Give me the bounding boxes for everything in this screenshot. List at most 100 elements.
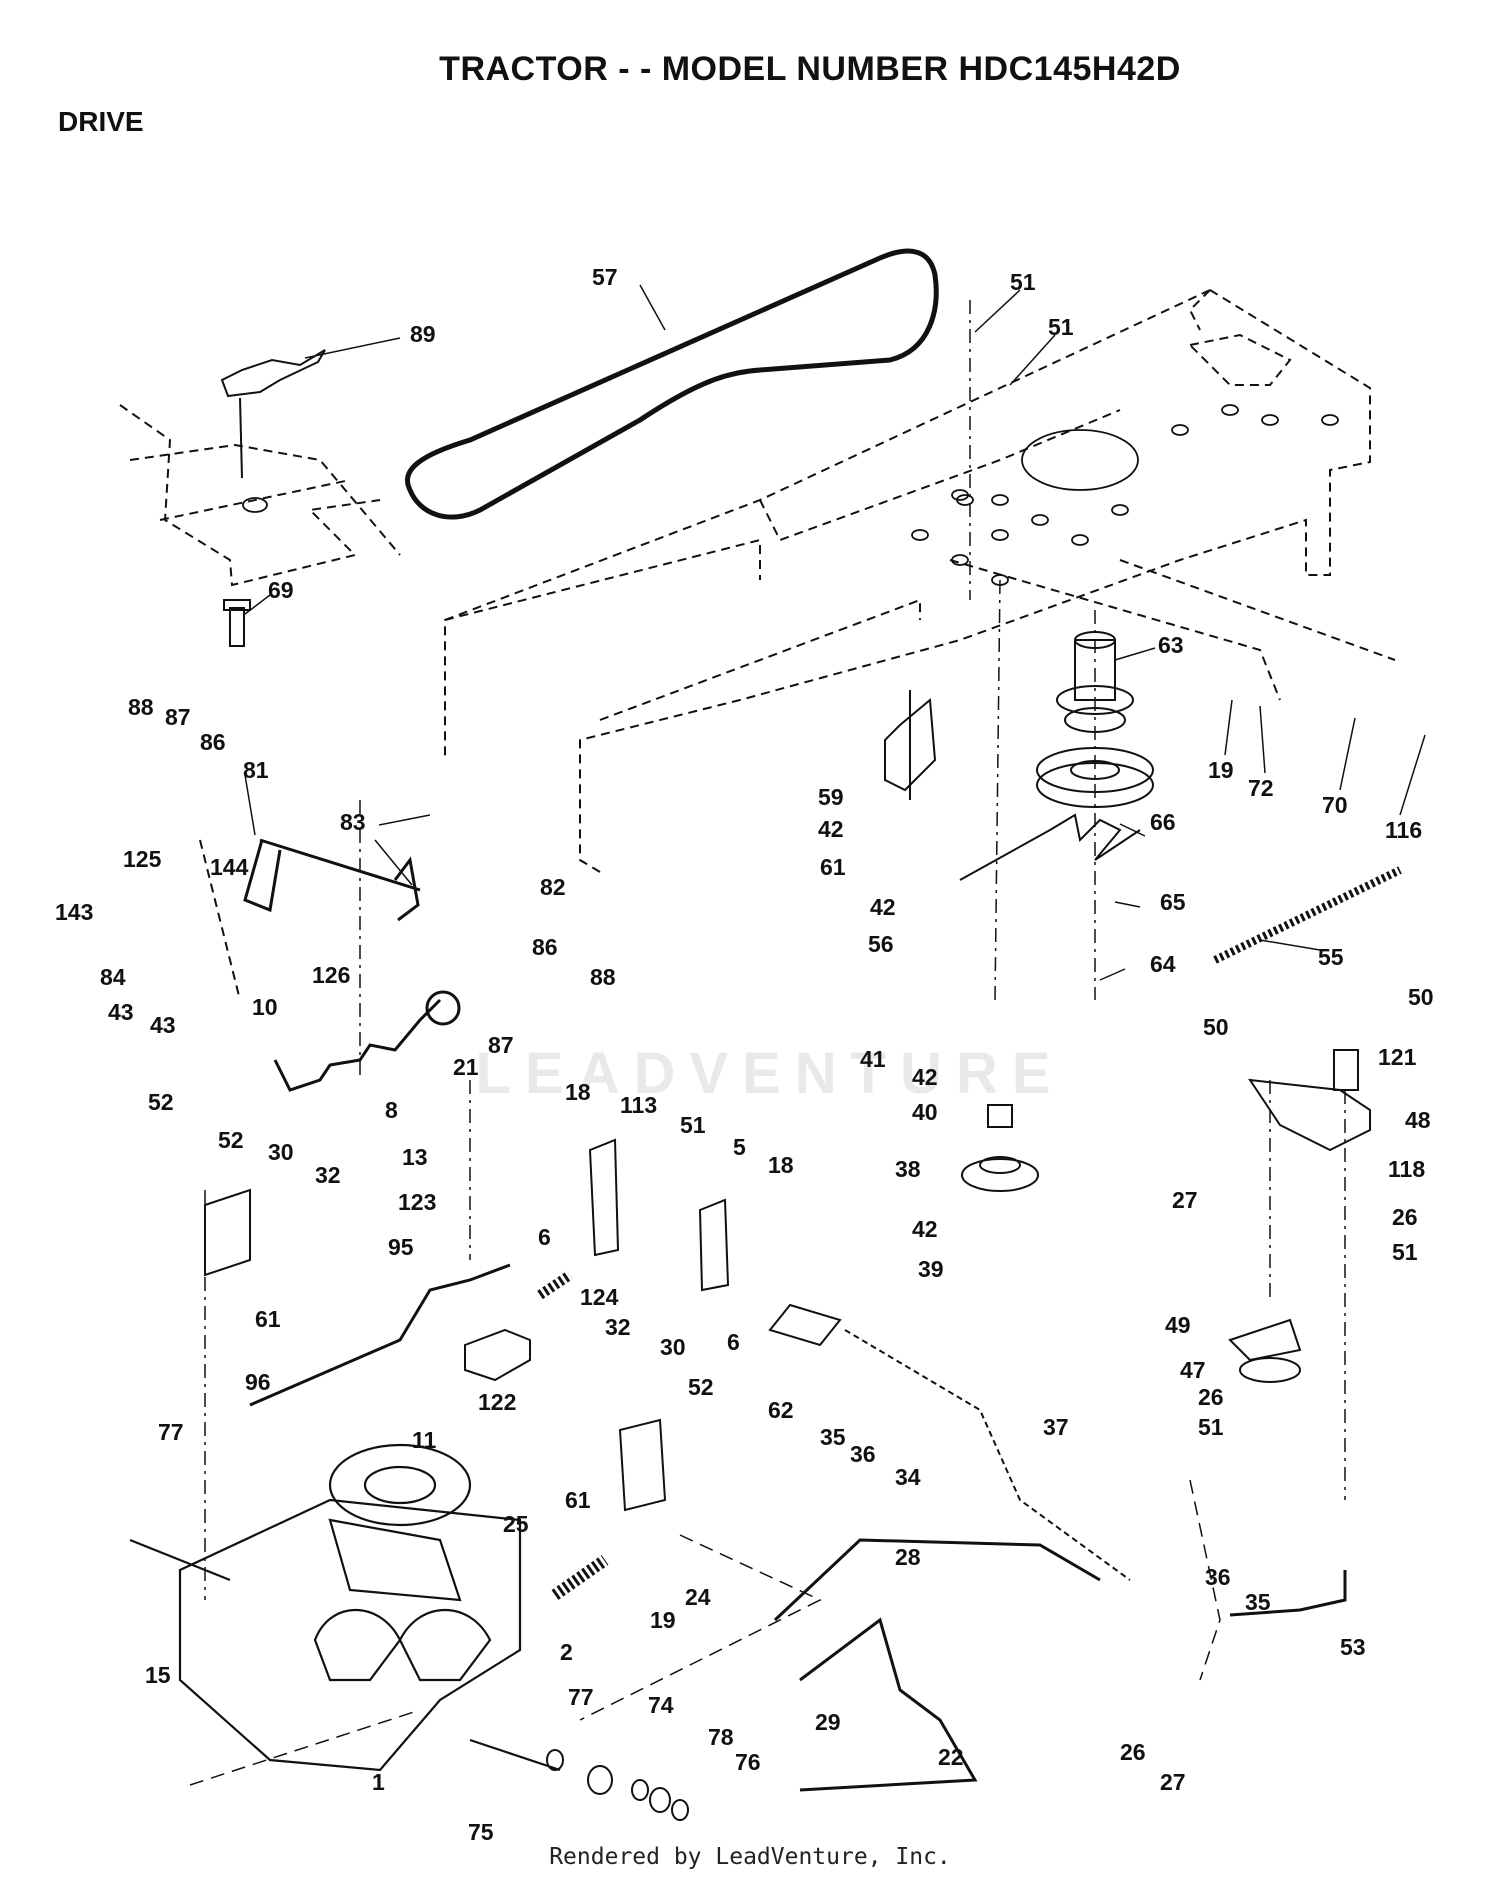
callout-35: 35 <box>1245 1589 1271 1615</box>
callout-26: 26 <box>1198 1384 1224 1410</box>
callout-81: 81 <box>243 757 269 783</box>
callout-63: 63 <box>1158 632 1184 658</box>
pulley-38 <box>961 1104 1039 1192</box>
callout-126: 126 <box>312 962 350 988</box>
callout-36: 36 <box>1205 1564 1231 1590</box>
rod-22 <box>799 1617 978 1792</box>
rod-28 <box>773 1538 1101 1622</box>
callout-50: 50 <box>1408 984 1434 1010</box>
bolt-69 <box>223 599 251 647</box>
bracket-59 <box>884 690 937 800</box>
callout-19: 19 <box>1208 757 1234 783</box>
callout-18: 18 <box>768 1152 794 1178</box>
callout-143: 143 <box>55 899 93 925</box>
callout-42: 42 <box>912 1216 938 1242</box>
callout-55: 55 <box>1318 944 1344 970</box>
callout-88: 88 <box>590 964 616 990</box>
callout-122: 122 <box>478 1389 516 1415</box>
callout-40: 40 <box>912 1099 938 1125</box>
rod-81 <box>243 838 421 922</box>
assembly-outline <box>189 1479 1221 1786</box>
callout-26: 26 <box>1392 1204 1418 1230</box>
callout-8: 8 <box>385 1097 398 1123</box>
callout-27: 27 <box>1160 1769 1186 1795</box>
callout-41: 41 <box>860 1046 886 1072</box>
callout-95: 95 <box>388 1234 414 1260</box>
callout-77: 77 <box>568 1684 594 1710</box>
callout-64: 64 <box>1150 951 1176 977</box>
callout-24: 24 <box>685 1584 711 1610</box>
bushing-62 <box>768 1303 842 1347</box>
callout-144: 144 <box>210 854 249 880</box>
callout-96: 96 <box>245 1369 271 1395</box>
callout-29: 29 <box>815 1709 841 1735</box>
callout-42: 42 <box>912 1064 938 1090</box>
callout-32: 32 <box>315 1162 341 1188</box>
mount-plate-30b <box>618 1418 667 1512</box>
callout-11: 11 <box>412 1427 437 1453</box>
callout-69: 69 <box>268 577 294 603</box>
callout-83: 83 <box>340 809 366 835</box>
frame-bracket <box>220 349 326 479</box>
callout-51: 51 <box>1048 314 1074 340</box>
callout-74: 74 <box>648 1692 674 1718</box>
callout-1: 1 <box>372 1769 385 1795</box>
callout-51: 51 <box>1392 1239 1418 1265</box>
callout-61: 61 <box>820 854 846 880</box>
callout-56: 56 <box>868 931 894 957</box>
transaxle-1 <box>129 1443 561 1772</box>
callout-32: 32 <box>605 1314 631 1340</box>
spring-124 <box>537 1270 573 1300</box>
callout-52: 52 <box>218 1127 244 1153</box>
callout-6: 6 <box>727 1329 740 1355</box>
frame-holes <box>242 404 1339 586</box>
callout-15: 15 <box>145 1662 171 1688</box>
spring-55 <box>1213 866 1402 964</box>
callout-66: 66 <box>1150 809 1176 835</box>
callout-37: 37 <box>1043 1414 1069 1440</box>
callout-48: 48 <box>1405 1107 1431 1133</box>
callout-28: 28 <box>895 1544 921 1570</box>
callout-77: 77 <box>158 1419 184 1445</box>
callout-84: 84 <box>100 964 126 990</box>
assembly-axes <box>204 300 1346 1600</box>
drive-belt <box>405 248 939 520</box>
callout-87: 87 <box>488 1032 514 1058</box>
callout-116: 116 <box>1385 817 1422 843</box>
bracket-48 <box>1247 1049 1371 1152</box>
callout-125: 125 <box>123 846 162 872</box>
callout-30: 30 <box>660 1334 686 1360</box>
callout-49: 49 <box>1165 1312 1191 1338</box>
callout-43: 43 <box>150 1012 176 1038</box>
callout-82: 82 <box>540 874 566 900</box>
footer-credit: Rendered by LeadVenture, Inc. <box>549 1844 951 1870</box>
watermark: LEADVENTURE <box>475 1041 1065 1106</box>
callout-26: 26 <box>1120 1739 1146 1765</box>
callout-78: 78 <box>708 1724 734 1750</box>
tractor-frame <box>119 289 1396 1001</box>
lever-8 <box>273 990 461 1092</box>
callout-38: 38 <box>895 1156 921 1182</box>
callout-76: 76 <box>735 1749 761 1775</box>
callout-51: 51 <box>1010 269 1036 295</box>
callout-2: 2 <box>560 1639 573 1665</box>
callout-18: 18 <box>565 1079 591 1105</box>
callout-35: 35 <box>820 1424 846 1450</box>
callout-30: 30 <box>268 1139 294 1165</box>
rod-95 <box>249 1263 511 1407</box>
callout-61: 61 <box>565 1487 591 1513</box>
callout-62: 62 <box>768 1397 794 1423</box>
callout-59: 59 <box>818 784 844 810</box>
callout-43: 43 <box>108 999 134 1025</box>
callout-10: 10 <box>252 994 278 1020</box>
callout-27: 27 <box>1172 1187 1198 1213</box>
callout-89: 89 <box>410 321 436 347</box>
callout-88: 88 <box>128 694 154 720</box>
callout-labels: 57 51 51 89 69 63 19 72 70 116 88 87 86 … <box>55 264 1434 1845</box>
callout-113: 113 <box>620 1092 657 1118</box>
callout-50: 50 <box>1203 1014 1229 1040</box>
callout-42: 42 <box>870 894 896 920</box>
callout-124: 124 <box>580 1284 619 1310</box>
callout-47: 47 <box>1180 1357 1206 1383</box>
